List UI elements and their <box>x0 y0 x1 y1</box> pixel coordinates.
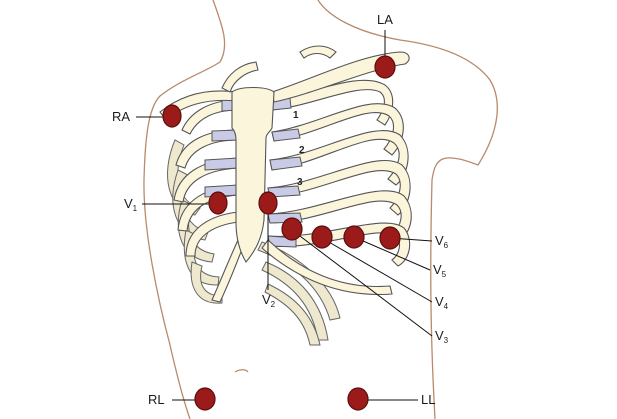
electrode-la <box>374 55 396 79</box>
costal-margin <box>211 239 393 303</box>
electrode-v3 <box>281 217 303 241</box>
electrode-ra <box>162 104 182 128</box>
label-rl: RL <box>148 392 165 407</box>
leader-v5 <box>353 236 431 271</box>
body-outline <box>143 0 498 419</box>
label-v3: V3 <box>435 328 449 345</box>
left-front-ribs <box>267 79 412 267</box>
leader-v4 <box>321 237 433 303</box>
label-ll: LL <box>421 392 435 407</box>
label-v6: V6 <box>435 233 449 250</box>
rib-number-2: 2 <box>299 145 305 156</box>
neck-right-outline <box>317 0 498 419</box>
label-v4: V4 <box>435 294 449 311</box>
electrode-v1 <box>208 191 228 215</box>
neck-left-outline <box>143 0 226 419</box>
navel <box>234 369 249 373</box>
label-v1: V1 <box>124 196 138 213</box>
lead-labels: LA RA V1 V2 V3 V4 V5 V6 RL LL <box>112 12 449 407</box>
sternum <box>231 86 275 263</box>
electrodes <box>162 55 401 411</box>
electrode-v6 <box>379 226 401 250</box>
electrode-v5 <box>343 225 365 249</box>
label-v5: V5 <box>433 262 447 279</box>
label-la: LA <box>377 12 393 27</box>
electrode-rl <box>194 387 216 411</box>
left-shoulder-process <box>299 45 337 59</box>
rib-numbers: 1 2 3 <box>293 110 305 188</box>
label-ra: RA <box>112 109 130 124</box>
electrode-v4 <box>311 225 333 249</box>
label-v2: V2 <box>262 292 276 309</box>
rib-number-1: 1 <box>293 110 299 121</box>
rib-number-3: 3 <box>297 177 303 188</box>
electrode-ll <box>347 387 369 411</box>
right-shoulder-process <box>221 61 259 93</box>
leader-v3 <box>291 229 433 337</box>
electrode-v2 <box>258 191 278 215</box>
